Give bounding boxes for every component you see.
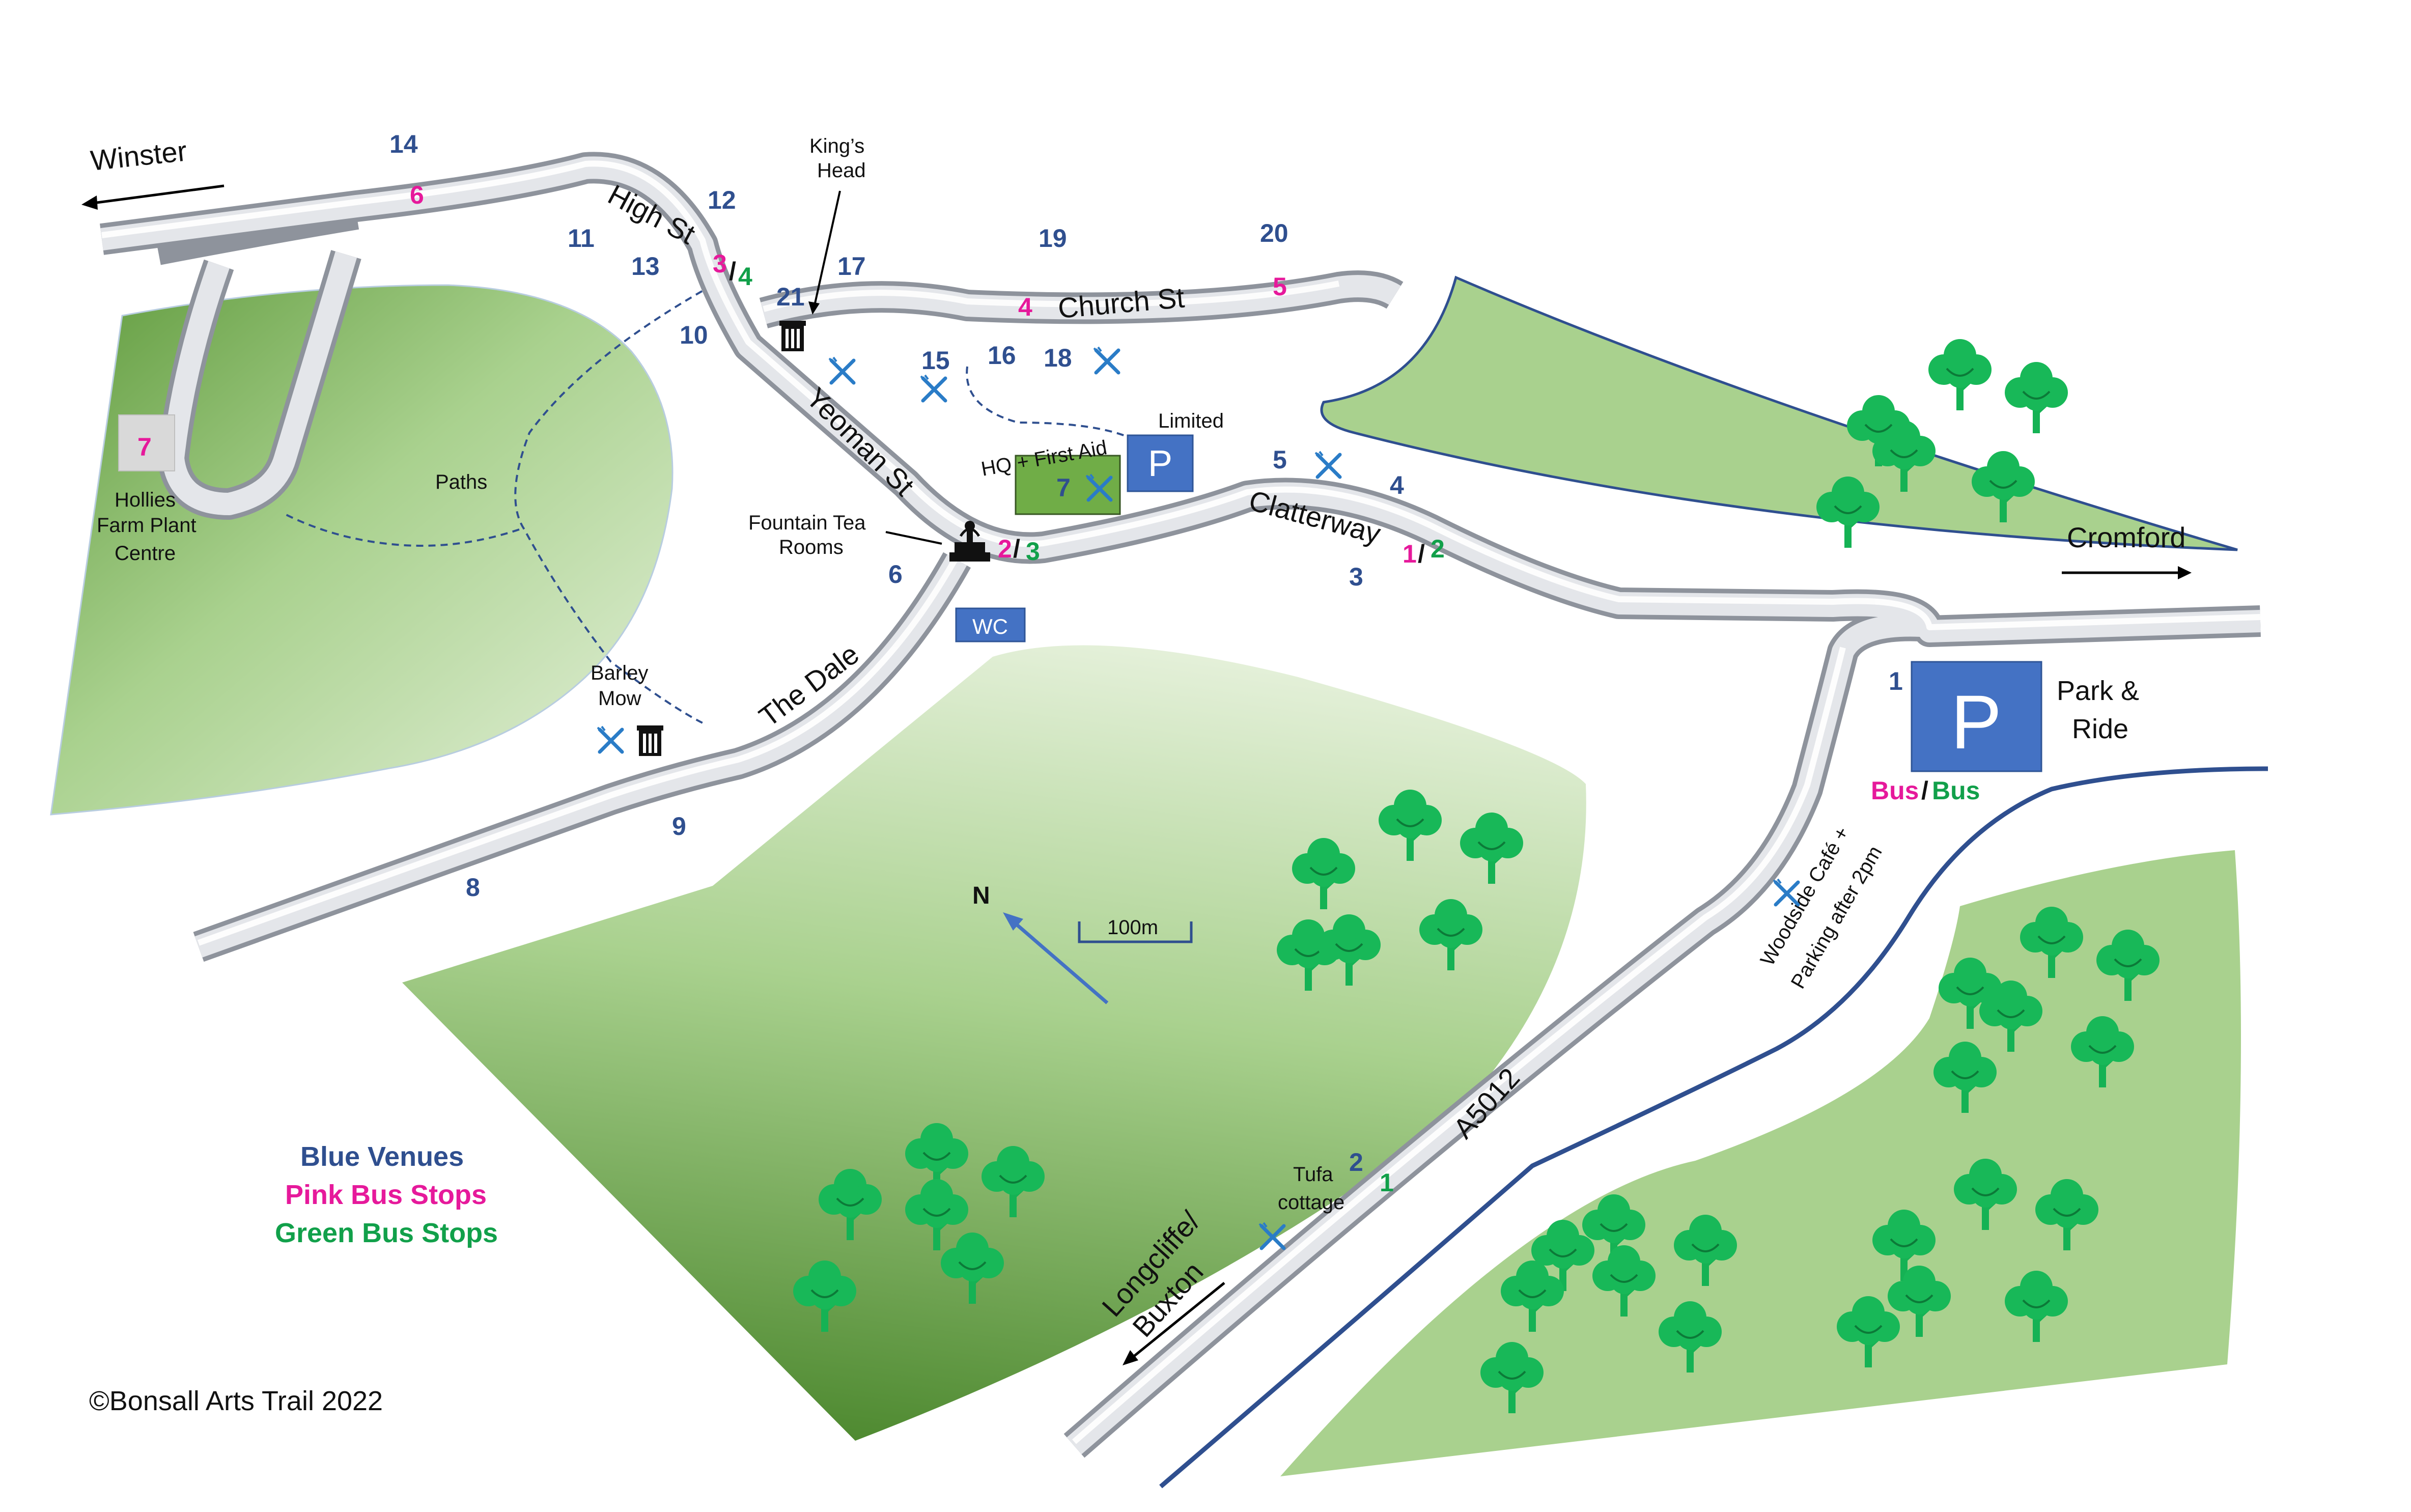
green-stop-number: 3 [1026, 537, 1040, 566]
food-icon [598, 726, 622, 752]
venue-number: 16 [988, 341, 1016, 370]
venue-number: 19 [1039, 224, 1067, 253]
food-icon [921, 375, 945, 401]
venue-number: 14 [389, 130, 418, 158]
stop-slash: / [1013, 535, 1020, 563]
park-and-ride-label-line1: Park & [2057, 676, 2139, 706]
venue-number: 11 [568, 224, 595, 253]
venue-number: 17 [837, 252, 866, 281]
scale-bar: 100m [1078, 916, 1193, 943]
stop-slash: / [1418, 540, 1425, 568]
pink-bus-stops: 1 2 3 4 5 6 7 [137, 181, 1417, 568]
kings-head-pointer [814, 190, 841, 306]
bus-slash: / [1921, 776, 1928, 805]
pub-icon [637, 725, 663, 756]
river [1159, 766, 2268, 1489]
green-stop-number: 2 [1431, 535, 1445, 563]
legend: Blue Venues Pink Bus Stops Green Bus Sto… [275, 1141, 498, 1248]
park-and-ride-label-line2: Ride [2072, 714, 2128, 744]
kings-head-label-line1: King’s [809, 135, 864, 157]
hollies-label-line2: Farm Plant [97, 514, 197, 537]
venue-number: 15 [921, 346, 950, 375]
venue-number: 21 [776, 283, 805, 311]
fountain-label-line1: Fountain Tea [748, 512, 866, 534]
hollies-label-line1: Hollies [115, 489, 176, 511]
venue-number: 10 [680, 321, 708, 349]
stop-slash: / [729, 257, 736, 286]
venue-number: 7 [1056, 473, 1071, 502]
green-stop-number: 4 [738, 262, 752, 291]
north-label: N [972, 882, 990, 909]
pink-stop-number: 1 [1403, 540, 1417, 568]
pink-stop-number: 5 [1273, 272, 1287, 301]
parking-icon-limited [1127, 434, 1194, 492]
venue-number: 20 [1260, 219, 1288, 247]
bus-green-label: Bus [1932, 776, 1980, 805]
arrow-longcliffe [1129, 1282, 1225, 1360]
green-bus-stops: / / / 1 2 3 4 [729, 257, 1445, 1197]
tufa-cottage-label-line1: Tufa [1293, 1163, 1333, 1186]
bus-pink-label: Bus [1871, 776, 1919, 805]
wc-label: WC [972, 614, 1008, 638]
parking-letter-limited: P [1148, 443, 1172, 484]
venue-number: 3 [1349, 563, 1363, 591]
legend-blue-venues: Blue Venues [300, 1141, 464, 1172]
legend-pink-stops: Pink Bus Stops [285, 1180, 487, 1210]
barley-mow-label-line1: Barley [591, 662, 648, 684]
hollies-box [118, 414, 175, 471]
venue-number: 12 [708, 186, 736, 214]
pink-stop-number: 7 [137, 433, 152, 461]
hollies-label-line3: Centre [115, 542, 176, 565]
road-label-yeoman-st: Yeoman St [800, 381, 921, 502]
food-icon [1094, 347, 1118, 373]
green-stop-number: 1 [1380, 1168, 1394, 1197]
venue-number: 1 [1889, 667, 1903, 695]
venue-number: 8 [466, 873, 480, 902]
venue-number: 9 [672, 812, 686, 841]
venue-number: 2 [1349, 1148, 1363, 1177]
venue-number: 4 [1390, 471, 1404, 499]
pink-stop-number: 3 [713, 249, 727, 278]
destination-cromford: Cromford [2067, 521, 2185, 553]
tufa-cottage-label-line2: cottage [1278, 1191, 1344, 1214]
arrow-winster [89, 184, 225, 205]
roads [100, 152, 2261, 1458]
venue-number: 13 [631, 252, 660, 281]
fountain-icon [949, 521, 990, 562]
legend-green-stops: Green Bus Stops [275, 1218, 498, 1248]
venue-number: 5 [1273, 445, 1287, 474]
field-upper-right [1320, 275, 2238, 551]
fountain-label-line2: Rooms [779, 536, 844, 558]
field-center [402, 645, 1586, 1441]
copyright: ©Bonsall Arts Trail 2022 [89, 1386, 383, 1416]
paths-label: Paths [435, 471, 487, 493]
venue-number: 6 [888, 560, 903, 589]
field-left [50, 284, 674, 816]
fountain-pointer [885, 531, 942, 545]
barley-mow-label-line2: Mow [598, 687, 641, 710]
venue-number: 18 [1044, 344, 1072, 372]
kings-head-label-line2: Head [817, 159, 866, 182]
pink-stop-number: 6 [410, 181, 424, 209]
food-icon [829, 357, 854, 383]
destination-winster: Winster [89, 134, 188, 176]
food-icon [1315, 452, 1340, 477]
pub-icon [779, 321, 806, 351]
tree-icon [2005, 362, 2068, 433]
footpaths [285, 284, 1131, 724]
pink-stop-number: 4 [1018, 293, 1032, 321]
wc-box [955, 607, 1026, 642]
tree-icon [1928, 339, 1992, 410]
park-and-ride-letter: P [1951, 679, 2002, 765]
pink-stop-number: 2 [998, 535, 1012, 563]
north-arrow-icon: N [972, 882, 1109, 1004]
scale-label: 100m [1107, 916, 1158, 939]
limited-label: Limited [1158, 410, 1224, 432]
venue-numbers: 1 2 3 4 5 6 7 8 9 10 11 12 13 14 15 16 1… [389, 130, 1903, 1177]
park-and-ride-parking-icon [1911, 661, 2042, 772]
